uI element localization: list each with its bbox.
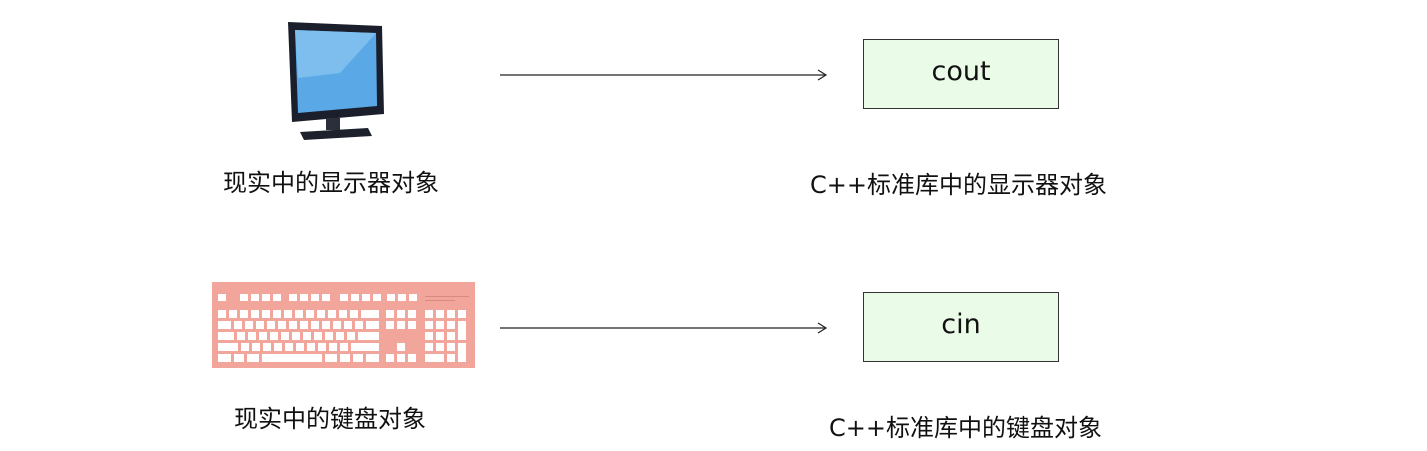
monitor-image bbox=[270, 18, 395, 143]
cin-label: cin bbox=[941, 309, 981, 340]
arrow-monitor-to-cout bbox=[500, 69, 828, 81]
cin-box: cin bbox=[863, 292, 1059, 362]
keyboard-image bbox=[212, 282, 475, 368]
arrow-keyboard-to-cin bbox=[500, 322, 828, 334]
monitor-icon bbox=[288, 22, 384, 140]
cpp-monitor-label: C++标准库中的显示器对象 bbox=[810, 171, 1107, 199]
cpp-keyboard-label: C++标准库中的键盘对象 bbox=[829, 414, 1102, 442]
cout-label: cout bbox=[931, 56, 991, 87]
real-keyboard-label: 现实中的键盘对象 bbox=[234, 405, 426, 433]
cout-box: cout bbox=[863, 39, 1059, 109]
keyboard-icon bbox=[212, 282, 475, 368]
real-monitor-label: 现实中的显示器对象 bbox=[223, 169, 439, 197]
